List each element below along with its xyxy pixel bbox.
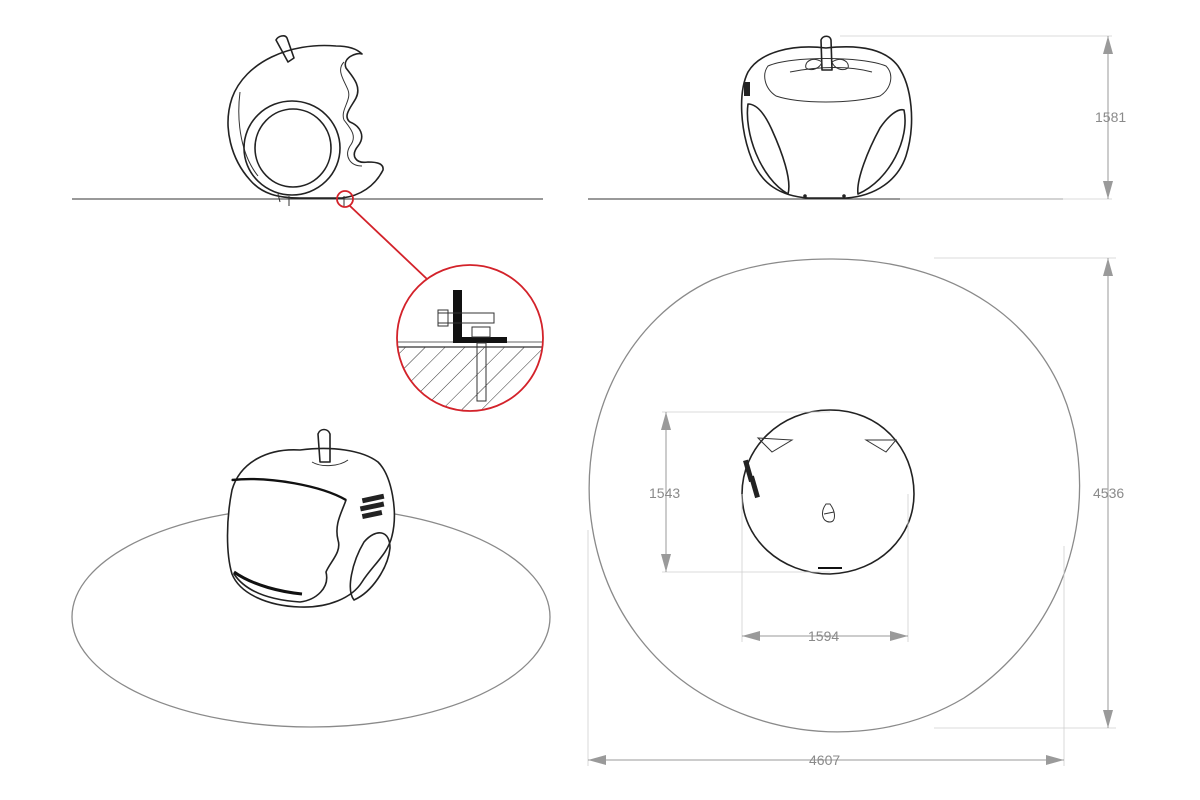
front-view-leaf-left (805, 59, 823, 71)
front-view-seat-left (746, 103, 790, 195)
top-view-apple (741, 409, 915, 575)
base-depth-dimension-label: 1543 (649, 485, 680, 501)
side-view-rim (238, 91, 259, 177)
front-view: 1581 (588, 35, 1126, 200)
perspective-logo (359, 493, 385, 520)
side-view-tunnel-inner (254, 108, 332, 188)
top-view: 1543 1594 4536 4607 (587, 257, 1124, 768)
front-view-upper-inner (789, 67, 873, 73)
front-view-seat-right (857, 108, 906, 195)
perspective-rim-stripe (231, 477, 347, 502)
anchor-detail-leader (349, 205, 428, 280)
perspective-stem-base (311, 459, 349, 467)
top-view-seat-left (756, 437, 794, 453)
perspective-stem (317, 428, 331, 463)
zone-depth-dimension-label: 4536 (1093, 485, 1124, 501)
top-view-safety-zone (588, 258, 1081, 733)
top-view-stem (822, 503, 835, 523)
top-view-seat-right (864, 439, 898, 453)
zone-width-dimension-label: 4607 (809, 752, 840, 768)
perspective-panel-stripe (233, 570, 303, 596)
front-view-stem (820, 35, 833, 71)
side-view-anchor-left (277, 193, 281, 203)
base-width-dimension-label: 1594 (808, 628, 839, 644)
perspective-seat (349, 532, 391, 601)
side-view-apple-body (227, 44, 384, 199)
front-view-apple-body (740, 46, 913, 199)
side-view-stem (275, 35, 295, 63)
side-view-tunnel-outer (243, 100, 341, 196)
anchor-detail-circle (396, 264, 544, 412)
front-view-upper-panel (764, 58, 892, 103)
anchor-detail-marker (336, 190, 354, 208)
perspective-view (71, 428, 551, 728)
side-view (72, 35, 543, 206)
anchor-detail-callout (336, 190, 544, 412)
side-view-bite-inner (340, 61, 363, 167)
front-view-leaf-right (831, 59, 849, 71)
height-dimension-label: 1581 (1095, 109, 1126, 125)
front-view-logo (744, 82, 750, 96)
top-view-logo (743, 459, 760, 499)
